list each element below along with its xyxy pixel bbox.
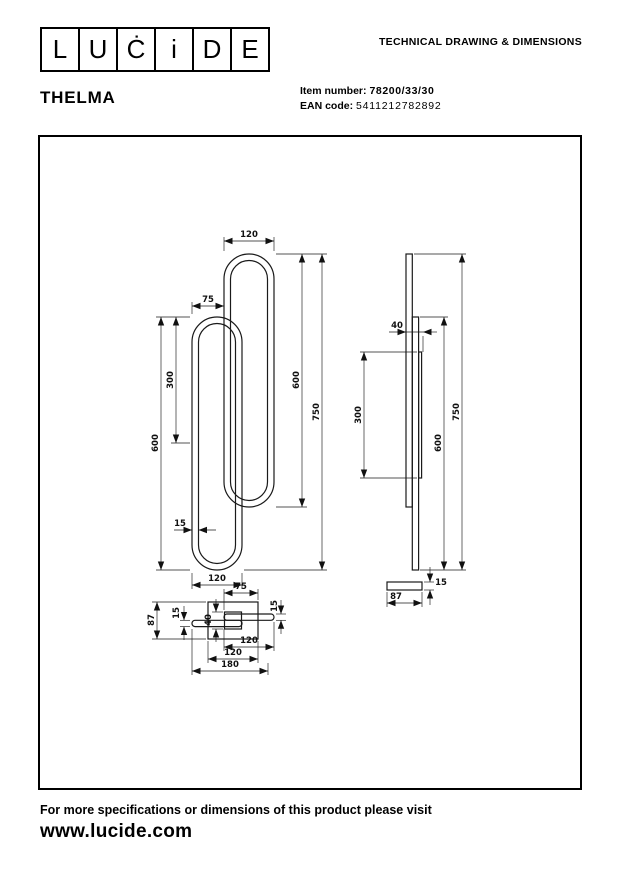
logo-letter: D [194,29,232,70]
item-number-label: Item number: [300,85,367,97]
dim-front-mount-height: 300 [166,371,176,389]
dim-front-top-width: 120 [240,230,258,240]
dim-top-canopy-width: 120 [224,648,242,658]
dim-top-tube-left: 15 [172,607,182,619]
dim-side-base-depth: 87 [390,592,402,602]
dim-top-tube-width: 120 [240,636,258,646]
dim-top-total-width: 180 [221,660,239,670]
front-view: 120 75 600 750 300 600 15 120 [151,230,327,589]
logo-letter: Ċ [118,29,156,70]
logo-letter: E [241,34,259,64]
ean-row: EAN code: 5411212782892 [300,99,442,114]
dim-top-offset: 75 [235,582,247,592]
technical-drawing: 120 75 600 750 300 600 15 120 [147,230,466,675]
dim-front-tube: 15 [174,519,186,529]
ean-value: 5411212782892 [356,100,442,112]
footer-website-link[interactable]: www.lucide.com [40,821,193,842]
product-name: THELMA [40,88,116,107]
dim-front-inner-height: 600 [292,371,302,389]
logo-letter: U [80,29,118,70]
footer-note: For more specifications or dimensions of… [40,803,432,817]
document-title: TECHNICAL DRAWING & DIMENSIONS [378,36,582,48]
dim-front-left-height: 600 [151,434,161,452]
ean-label: EAN code: [300,100,354,112]
side-view: 40 300 600 750 15 87 [354,253,466,607]
technical-drawing-frame: 120 75 600 750 300 600 15 120 [38,135,582,790]
item-number-row: Item number: 78200/33/30 [300,84,442,99]
dim-side-tube-height: 600 [434,434,444,452]
dim-top-stem: 40 [204,614,214,626]
lucide-logo: L U Ċ i D E [40,27,270,72]
logo-letter: i [156,29,194,70]
dim-front-bottom-width: 120 [208,574,226,584]
dim-side-plate-thickness: 15 [435,578,447,588]
dim-side-total-height: 750 [452,403,462,421]
product-meta: Item number: 78200/33/30 EAN code: 54112… [300,84,442,114]
item-number-value: 78200/33/30 [369,85,435,97]
dim-side-plate-height: 300 [354,406,364,424]
dim-top-canopy-depth: 87 [147,614,157,626]
dim-front-offset: 75 [202,295,214,305]
top-view: 75 40 15 15 87 120 120 [147,582,286,675]
dim-top-tube-right: 15 [270,600,280,612]
dim-side-depth: 40 [391,321,403,331]
dim-front-total-height: 750 [312,403,322,421]
logo-letter: L [42,29,80,70]
